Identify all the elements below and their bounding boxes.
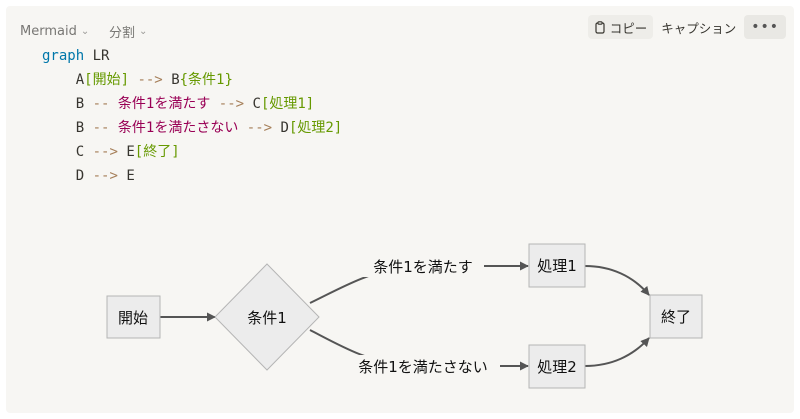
node-condition <box>214 263 320 371</box>
code-node-id: A <box>75 72 85 88</box>
chevron-down-icon: ⌄ <box>80 25 90 37</box>
node-process2 <box>528 344 586 389</box>
copy-label: コピー <box>609 20 648 36</box>
view-mode-label: 分割 <box>109 25 136 41</box>
node-end-label: 終了 <box>661 308 691 326</box>
node-end <box>649 294 703 339</box>
caption-button[interactable]: キャプション <box>655 15 742 39</box>
node-start-label: 開始 <box>118 309 148 327</box>
chevron-down-icon: ⌄ <box>139 25 148 37</box>
code-node-label: [終了] <box>134 144 180 160</box>
code-block: Mermaid ⌄ 分割 ⌄ コピー キャプション ••• graph LR A… <box>6 6 794 413</box>
more-options-button[interactable]: ••• <box>744 15 786 39</box>
code-node-id: B <box>75 96 85 112</box>
code-edge-label: 条件1を満たす <box>117 96 211 112</box>
node-start <box>106 295 161 339</box>
node-condition-label: 条件1 <box>247 309 287 327</box>
code-keyword: graph <box>42 48 85 64</box>
edge-label-bg <box>346 355 500 377</box>
code-node-id: D <box>280 120 289 136</box>
copy-button[interactable]: コピー <box>587 15 654 39</box>
edge-proc2-to-end <box>584 337 650 367</box>
edge-proc1-to-end <box>584 265 650 296</box>
code-arrow: --> <box>246 120 273 136</box>
code-node-label: [開始] <box>84 72 130 88</box>
code-node-label: [処理1] <box>260 96 315 112</box>
code-node-id: C <box>75 144 85 160</box>
language-label: Mermaid <box>20 23 77 39</box>
more-icon: ••• <box>751 19 779 35</box>
caption-label: キャプション <box>661 20 737 36</box>
code-node-label: {条件1} <box>179 72 233 88</box>
edge-label-bg <box>362 255 484 277</box>
code-node-id: E <box>126 144 135 160</box>
code-text: LR <box>84 48 110 64</box>
code-arrow: -- <box>92 120 110 136</box>
code-node-id: B <box>75 120 85 136</box>
edge-label-yes: 条件1を満たす <box>373 258 473 276</box>
language-selector[interactable]: Mermaid ⌄ <box>20 19 89 43</box>
code-toolbar: コピー キャプション ••• <box>587 15 786 39</box>
node-process1 <box>528 243 586 288</box>
code-node-label: [処理2] <box>288 120 343 136</box>
node-process2-label: 処理2 <box>537 358 577 376</box>
code-arrow: --> <box>92 168 118 184</box>
code-node-id: D <box>75 168 85 184</box>
code-arrow: --> <box>218 96 245 112</box>
code-arrow: -- <box>92 96 110 112</box>
code-node-id: C <box>252 96 261 112</box>
node-process1-label: 処理1 <box>537 257 577 275</box>
code-edge-label: 条件1を満たさない <box>117 120 239 136</box>
clipboard-icon <box>595 20 605 34</box>
flowchart-preview: 条件1を満たす 条件1を満たさない 開始 条件1 処理1 処理2 終了 <box>106 243 703 389</box>
code-editor[interactable]: graph LR A[開始] --> B{条件1} B -- 条件1を満たす -… <box>42 44 342 188</box>
edge-label-no: 条件1を満たさない <box>358 358 488 376</box>
code-node-id: B <box>171 72 180 88</box>
code-arrow: --> <box>137 72 163 88</box>
code-node-id: E <box>126 168 135 184</box>
code-arrow: --> <box>92 144 118 160</box>
view-mode-selector[interactable]: 分割 ⌄ <box>109 19 147 43</box>
